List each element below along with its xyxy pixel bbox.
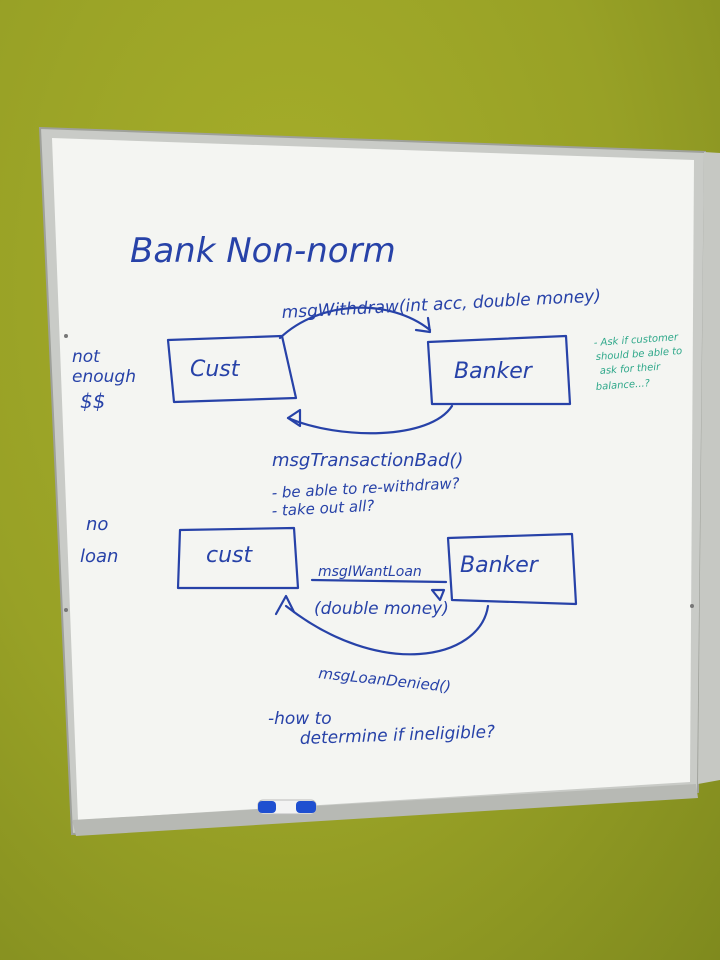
label-not: not <box>72 347 101 367</box>
withdraw-arrow <box>278 306 432 340</box>
note-how-to: -how to <box>268 709 332 729</box>
side-note-line3: ask for their <box>599 362 661 377</box>
mount-screw <box>64 608 68 612</box>
label-no: no <box>86 514 108 535</box>
marker-tray <box>72 784 698 836</box>
side-note-line4: balance...? <box>595 378 651 393</box>
banker-box-1 <box>426 334 572 406</box>
banker-box-2-label: Banker <box>460 553 540 578</box>
mount-screw <box>64 334 68 338</box>
msg-transaction-bad: msgTransactionBad() <box>272 450 463 471</box>
label-money: $$ <box>80 389 105 413</box>
banker-box-1-label: Banker <box>454 359 534 384</box>
iwantloan-arrowhead <box>430 588 446 602</box>
cust-box-2-label: cust <box>206 543 254 568</box>
iwantloan-arrow <box>310 578 448 584</box>
cust-box-1 <box>166 334 298 404</box>
note-take-out-all: - take out all? <box>271 497 375 520</box>
msg-iwantloan: msgIWantLoan <box>318 564 422 580</box>
banker-box-2 <box>446 532 578 606</box>
loan-denied-arrowhead <box>274 594 296 616</box>
label-enough: enough <box>72 367 136 387</box>
cust-box-1-label: Cust <box>190 357 241 382</box>
msg-double-money: (double money) <box>314 599 449 619</box>
blue-marker <box>257 799 317 815</box>
second-whiteboard-edge <box>698 152 720 784</box>
loan-denied-arrow <box>284 604 490 656</box>
transaction-bad-arrowhead <box>286 408 302 428</box>
transaction-bad-arrow <box>286 404 454 435</box>
board-title: Bank Non-norm <box>130 231 396 271</box>
mount-screw <box>690 604 694 608</box>
withdraw-arrowhead <box>414 316 432 334</box>
label-loan: loan <box>80 546 118 567</box>
cust-box-2 <box>176 526 300 590</box>
whiteboard-surface <box>52 138 694 820</box>
